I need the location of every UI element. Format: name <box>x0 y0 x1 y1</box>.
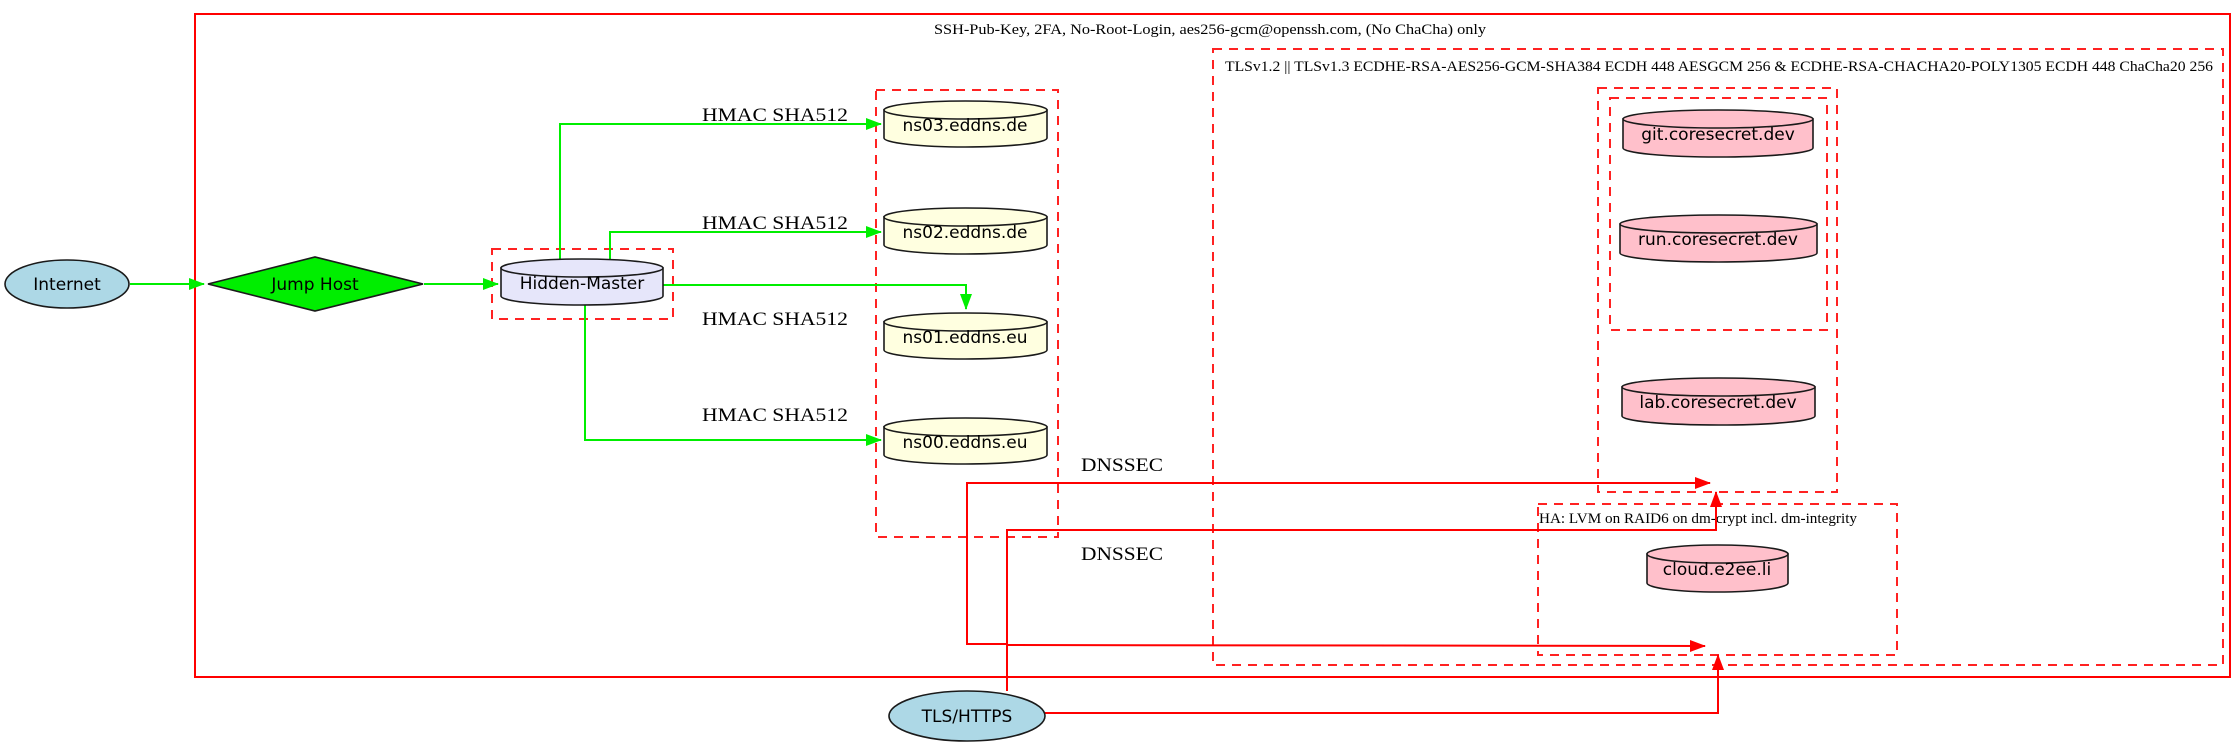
hidden-master-node: Hidden-Master <box>500 258 664 306</box>
edge-hiddenmaster-ns00 <box>584 305 882 446</box>
edge-tlshttps-ha-bottom <box>1045 654 1724 714</box>
cloud-label: cloud.e2ee.li <box>1663 560 1771 580</box>
lab-node: lab.coresecret.dev <box>1621 377 1816 426</box>
jump-host-node: Jump Host <box>207 256 424 312</box>
ns00-node: ns00.eddns.eu <box>883 417 1048 465</box>
coresecret-cluster-box <box>1597 87 1838 493</box>
tls-https-label: TLS/HTTPS <box>921 707 1013 727</box>
ha-cluster-label: HA: LVM on RAID6 on dm-crypt incl. dm-in… <box>1539 511 1857 527</box>
internet-node: Internet <box>4 259 130 309</box>
ns02-node: ns02.eddns.de <box>883 207 1048 255</box>
hidden-master-label: Hidden-Master <box>520 274 645 294</box>
ssh-cluster-label: SSH-Pub-Key, 2FA, No-Root-Login, aes256-… <box>934 22 1487 38</box>
edge-label-hmac-ns01: HMAC SHA512 <box>702 309 848 330</box>
lab-label: lab.coresecret.dev <box>1639 393 1796 413</box>
edge-label-hmac-ns03: HMAC SHA512 <box>702 105 848 126</box>
ns03-node: ns03.eddns.de <box>883 100 1048 148</box>
tls-https-node: TLS/HTTPS <box>888 690 1046 742</box>
edge-tlshttps-ha-side <box>1006 639 1706 652</box>
edge-label-dnssec-bottom: DNSSEC <box>1081 544 1163 565</box>
cloud-node: cloud.e2ee.li <box>1646 544 1789 593</box>
ns01-node: ns01.eddns.eu <box>883 312 1048 360</box>
ns02-label: ns02.eddns.de <box>903 223 1028 243</box>
edge-label-hmac-ns00: HMAC SHA512 <box>702 405 848 426</box>
internet-label: Internet <box>33 275 101 295</box>
edge-hiddenmaster-ns02 <box>609 226 882 260</box>
tls-cluster-label: TLSv1.2 || TLSv1.3 ECDHE-RSA-AES256-GCM-… <box>1225 59 2214 75</box>
git-node: git.coresecret.dev <box>1622 109 1814 158</box>
run-node: run.coresecret.dev <box>1619 214 1818 263</box>
edge-hiddenmaster-ns03 <box>559 118 882 260</box>
edge-hiddenmaster-ns01 <box>663 284 972 310</box>
edge-label-dnssec-top: DNSSEC <box>1081 455 1163 476</box>
ssh-cluster-box <box>194 13 2231 678</box>
ns00-label: ns00.eddns.eu <box>903 433 1028 453</box>
jump-host-label: Jump Host <box>270 275 359 295</box>
run-label: run.coresecret.dev <box>1638 230 1798 250</box>
ns01-label: ns01.eddns.eu <box>903 328 1028 348</box>
edge-label-hmac-ns02: HMAC SHA512 <box>702 213 848 234</box>
edge-tlshttps-coresecret-bottom <box>1006 491 1722 691</box>
git-label: git.coresecret.dev <box>1641 125 1795 145</box>
ns03-label: ns03.eddns.de <box>903 116 1028 136</box>
